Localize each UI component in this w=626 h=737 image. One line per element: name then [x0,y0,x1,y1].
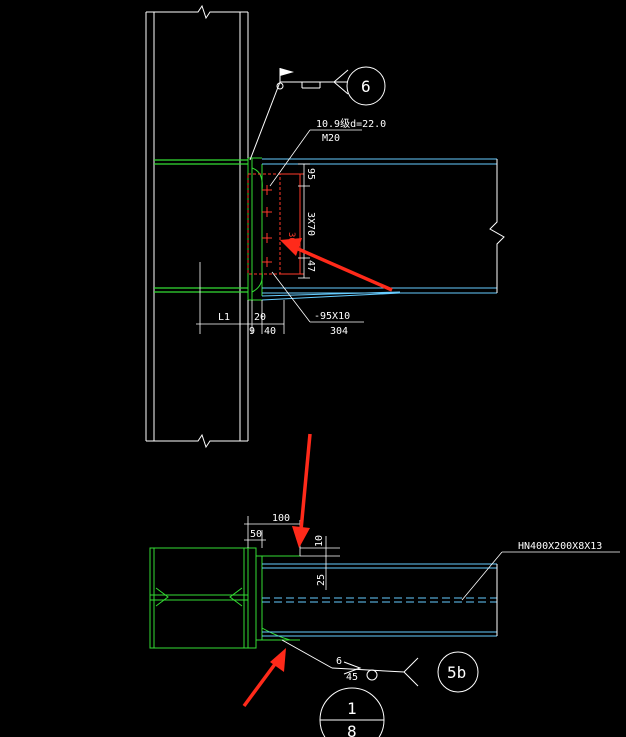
plate-spec: -95X10 [314,311,350,322]
weld-symbol-lower [281,639,479,693]
plate-spec-leader [271,271,364,323]
column [145,4,249,449]
column-break-top [146,4,248,20]
beam-plan [262,563,498,637]
weld-callout-lower: 5b [447,663,466,682]
dim-10: 10 [314,535,325,547]
section-sheet: 8 [347,722,357,737]
weld-flag-icon [280,68,294,76]
plate-length: 304 [330,326,348,337]
arrow-middle [292,433,312,548]
lower-detail: HN400X200X8X13 100 50 10 25 6 45 5b [149,513,620,737]
dim-40: 40 [264,326,276,337]
bolt-3 [262,233,272,243]
weld-angle-lower: 45 [346,672,358,683]
section-number: 1 [347,699,357,718]
column-break-bottom [146,433,248,449]
bolt-group [247,173,304,275]
weld-callout-upper: 6 [361,77,371,96]
dim-25: 25 [316,574,327,586]
upper-detail: 304 95 3X70 47 10.9级d=22.0 M20 -95X10 30… [145,4,505,449]
bolt-spec-leader [269,129,362,187]
dim-20: 20 [254,312,266,323]
weld-symbol-upper [249,66,386,161]
bolt-spec-top: 10.9级d=22.0 [316,118,386,130]
section-marker [319,687,385,737]
dim-50: 50 [250,529,262,540]
bolt-4 [262,257,272,267]
dim-100: 100 [272,513,290,524]
bolt-1 [262,185,272,195]
bolt-spacing-dim: 3X70 [305,212,316,236]
bottom-offset-dim: 47 [305,260,316,272]
weld-all-around-icon [276,82,284,90]
column-stiffeners [154,159,248,293]
bolt-spec-bottom: M20 [322,133,340,144]
dim-l1: L1 [218,312,230,323]
bolt-dimension-chain [298,163,310,279]
weld-size-lower: 6 [336,656,342,667]
annotation-arrows [242,238,393,708]
bolt-2 [262,207,272,217]
arrow-upper [280,238,393,292]
beam-break-line [489,159,505,293]
beam-spec-leader [461,551,620,601]
plan-dimensions [244,516,340,590]
dim-9: 9 [249,326,255,337]
arrow-lower [242,648,286,708]
bolt-region [247,173,281,275]
bottom-dimensions [196,262,285,334]
top-offset-dim: 95 [305,168,316,180]
beam-spec: HN400X200X8X13 [518,541,602,552]
